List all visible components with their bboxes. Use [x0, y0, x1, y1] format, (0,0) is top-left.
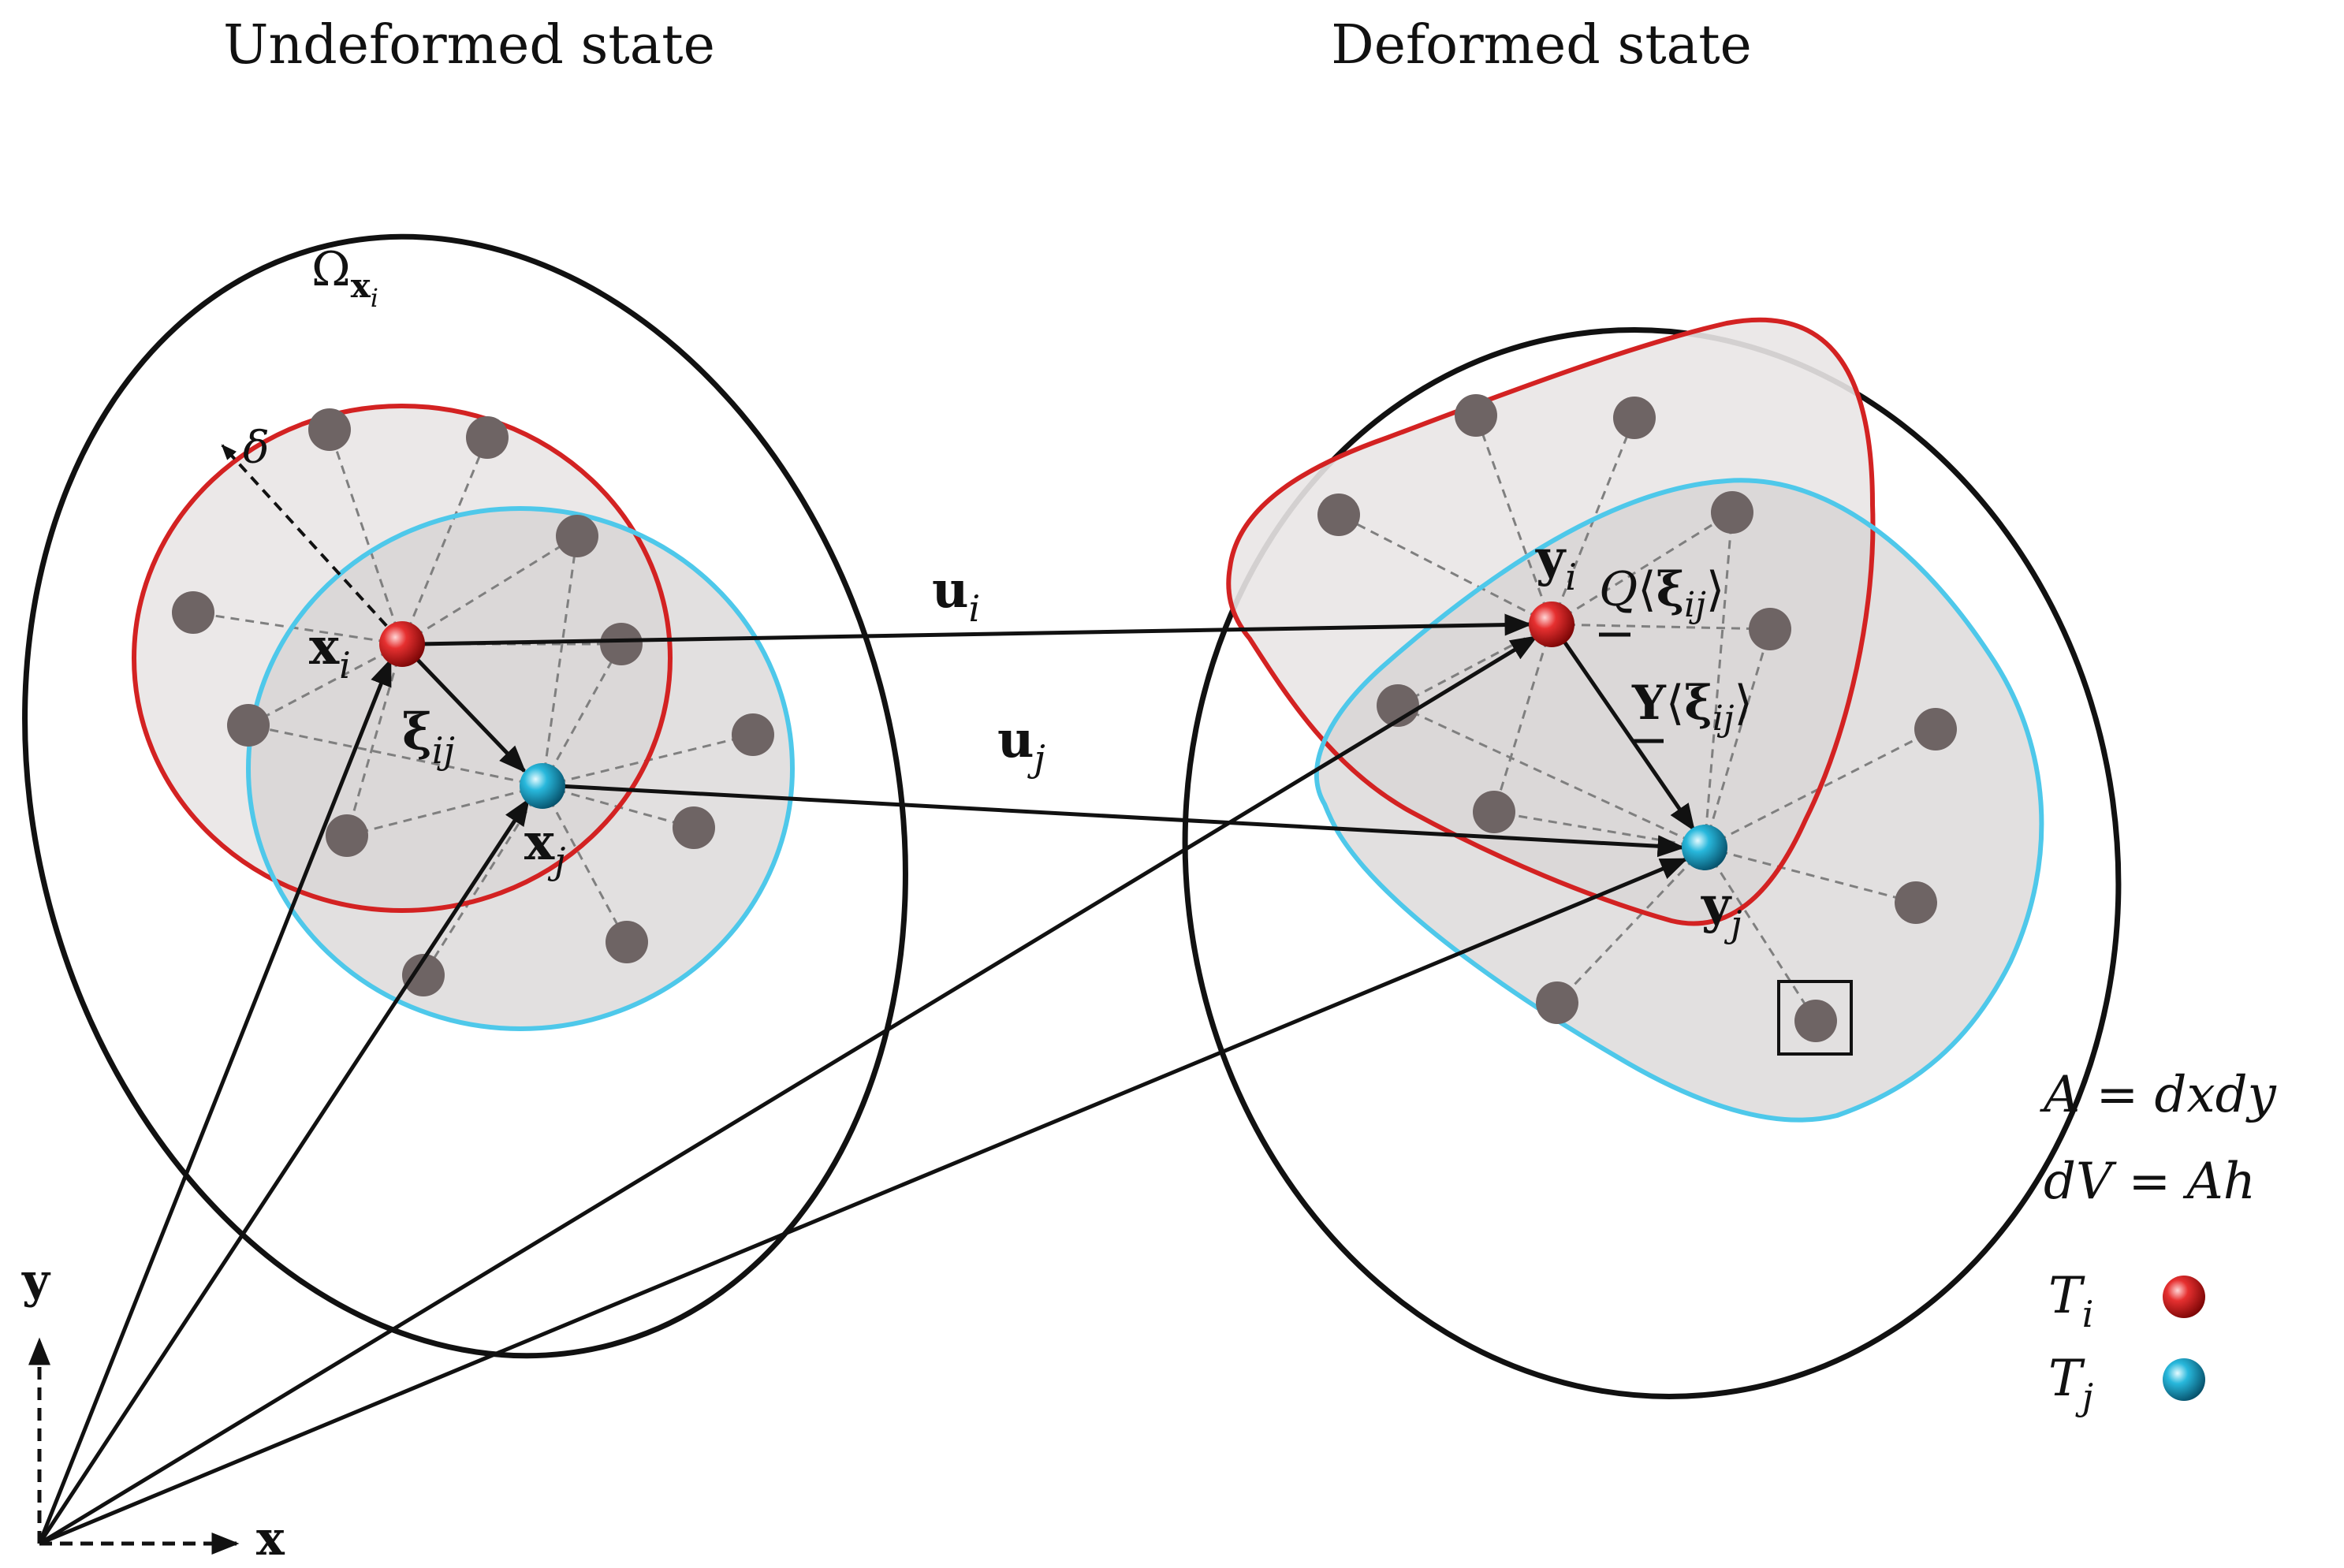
neighbor-node [466, 416, 509, 459]
neighbor-node [1749, 608, 1791, 650]
displacement-ui-arrow [417, 613, 1533, 646]
neighbor-node [1455, 394, 1497, 437]
horizon-radius-arrow [221, 444, 400, 640]
position-vector-yi [38, 635, 1538, 1546]
node-xj [520, 763, 565, 809]
deformed-bond-Y-arrow [1559, 635, 1696, 832]
Ti-legend-sphere [2163, 1276, 2205, 1318]
neighbor-node [556, 515, 598, 557]
deformed-state-title: Deformed state [1331, 14, 1752, 76]
neighbor-node [673, 806, 715, 849]
neighbor-node [1613, 397, 1656, 439]
neighbor-node [1536, 981, 1578, 1024]
position-vector-xi [37, 657, 393, 1544]
neighbor-node [308, 408, 351, 451]
Tj-legend-label: Tj [2048, 1350, 2093, 1418]
node-yj [1682, 825, 1727, 870]
axis-x-label: x [256, 1511, 285, 1566]
displacement-uj-arrow [557, 784, 1686, 858]
volume-equation: dV = Ah [2044, 1153, 2256, 1211]
horizon-i-boundary [132, 404, 673, 913]
xj-label: xj [524, 813, 565, 882]
neighbor-node [606, 921, 648, 963]
xi-bond-label: ξij [402, 702, 455, 772]
Q-state-label: Q⟨ξij⟩ [1599, 562, 1724, 625]
area-equation: A = dxdy [2040, 1066, 2277, 1124]
neighbor-node [1711, 491, 1753, 534]
xi-label: xi [309, 617, 351, 687]
undeformed-body-boundary [22, 233, 908, 1359]
deformed-body-boundary [1182, 327, 2122, 1399]
deformed-horizon-j-boundary [1314, 478, 2044, 1123]
Tj-legend-sphere [2163, 1358, 2205, 1401]
neighbor-node [1317, 493, 1360, 536]
omega-label: Ωxi [311, 242, 378, 313]
axis-y-label: y [21, 1253, 51, 1309]
material-point-box [1777, 980, 1853, 1056]
position-vector-yj [39, 857, 1689, 1546]
yi-label: yi [1535, 529, 1577, 598]
bond-xi-arrow [411, 653, 527, 773]
node-xi [379, 621, 425, 667]
neighbor-node [600, 623, 643, 665]
Y-state-label: Y⟨ξij⟩ [1631, 676, 1753, 739]
uj-label: uj [997, 710, 1045, 780]
undeformed-neighbors [172, 408, 774, 996]
Ti-legend-label: Ti [2048, 1267, 2093, 1335]
neighbor-node [326, 814, 368, 857]
neighbor-node [1914, 708, 1957, 750]
neighbor-node [732, 713, 774, 756]
delta-label: δ [243, 423, 270, 474]
deformed-bonds [1338, 415, 1936, 1022]
neighbor-node [1895, 881, 1937, 924]
position-vectors [37, 635, 1689, 1546]
position-vector-xj [37, 798, 531, 1545]
neighbor-node [227, 704, 270, 747]
yj-label: yj [1701, 876, 1742, 945]
displacement-vectors [417, 613, 1686, 858]
undeformed-state-title: Undeformed state [223, 14, 715, 76]
horizon-j-boundary [246, 506, 795, 1031]
node-yi [1529, 602, 1574, 647]
neighbor-node [1794, 1000, 1837, 1042]
ui-label: ui [932, 561, 980, 630]
neighbor-node [402, 954, 445, 996]
neighbor-node [1473, 791, 1515, 833]
neighbor-node [172, 591, 214, 634]
